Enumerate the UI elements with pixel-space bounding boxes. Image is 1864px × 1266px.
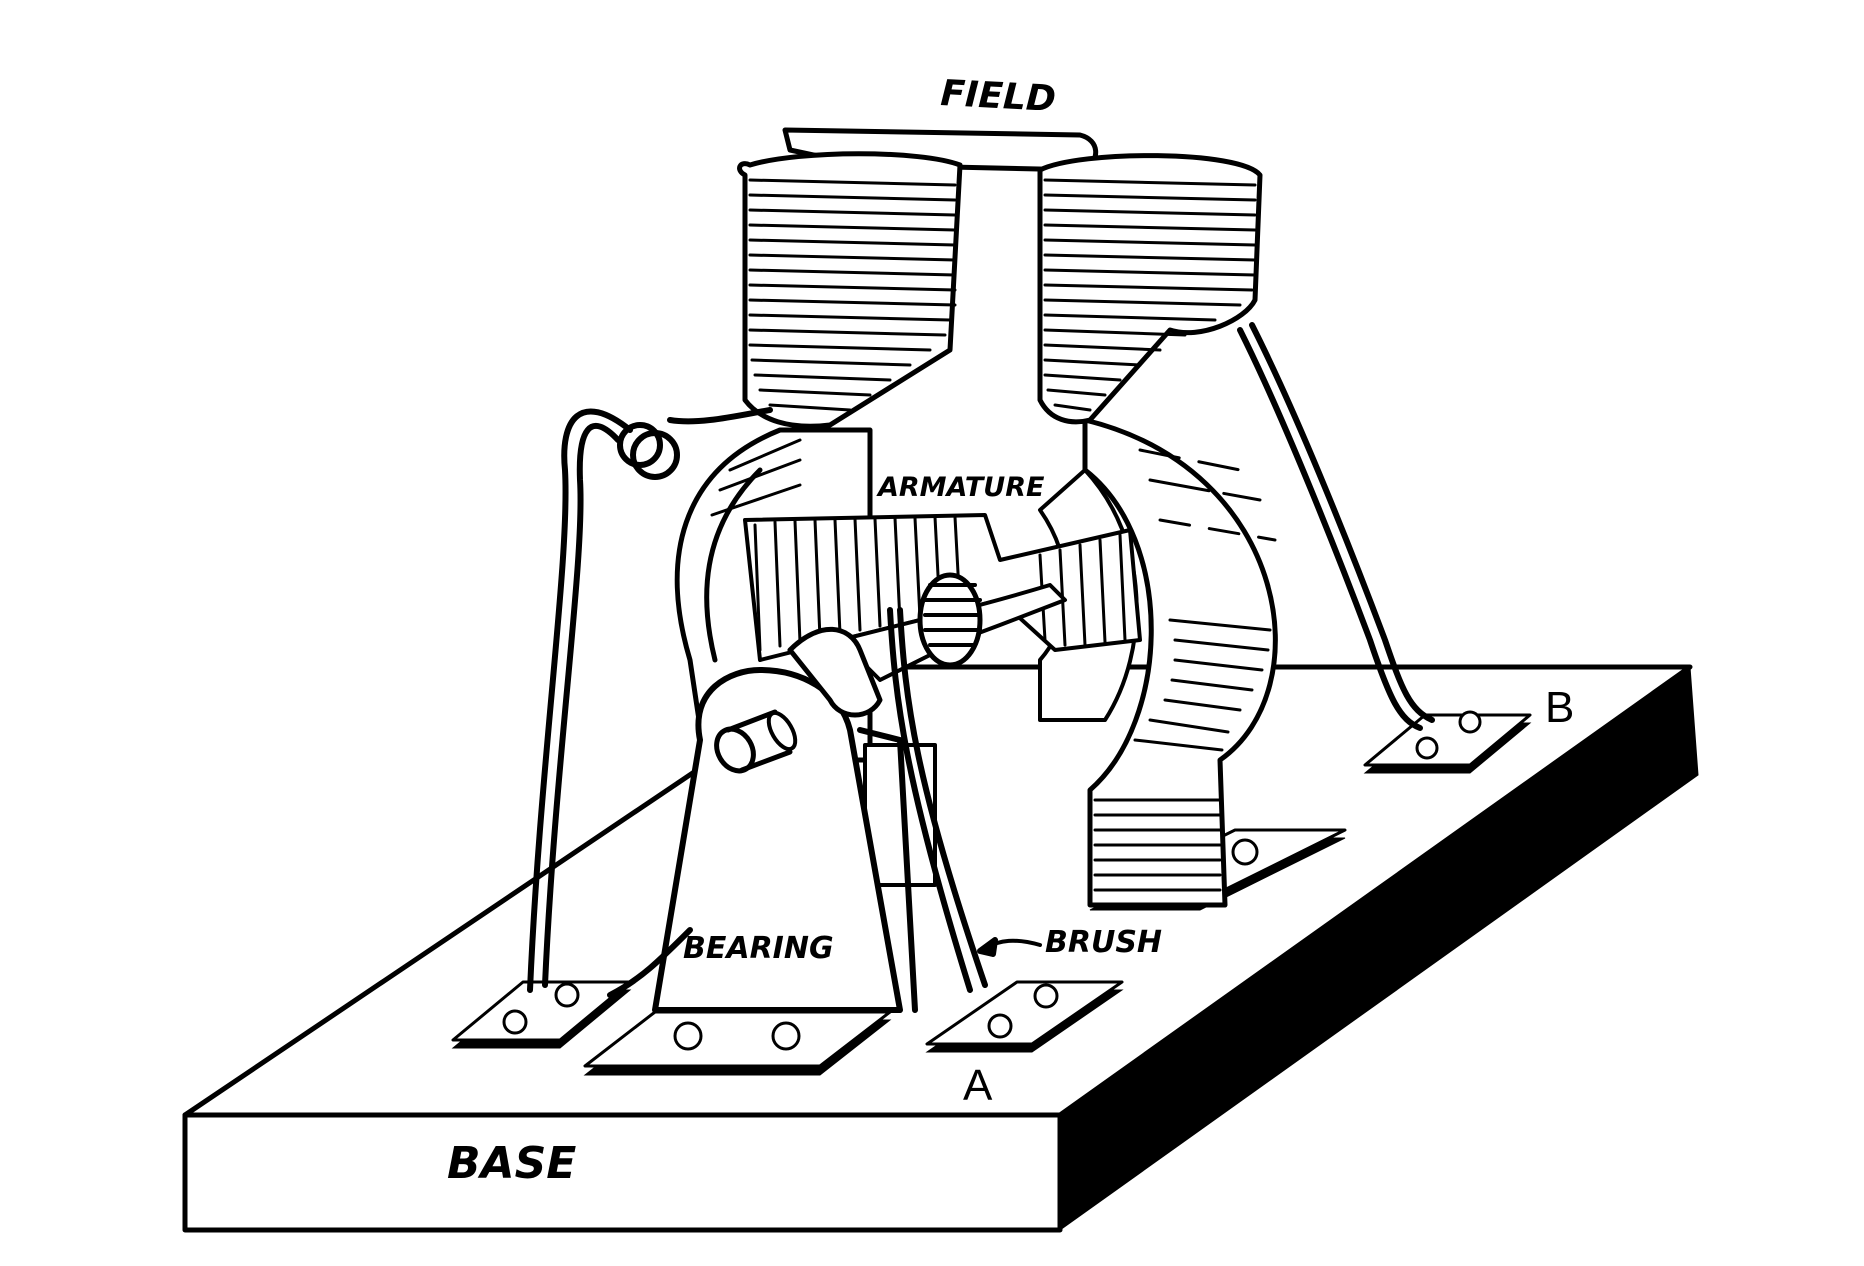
label-field: FIELD xyxy=(940,73,1057,120)
wires xyxy=(527,322,1435,998)
armature-core xyxy=(743,513,1142,682)
terminal-plates xyxy=(451,710,1532,1076)
left-coil-windings xyxy=(748,178,957,412)
label-terminal-a: A xyxy=(963,1061,993,1110)
terminal-plate-left xyxy=(451,980,632,1049)
labels: FIELD ARMATURE BEARING BRUSH BASE A B xyxy=(447,73,1574,1189)
label-base: BASE xyxy=(447,1138,576,1189)
label-bearing: BEARING xyxy=(683,931,834,966)
label-brush: BRUSH xyxy=(1045,925,1162,960)
terminal-plate-b xyxy=(1363,710,1532,774)
terminal-plate-a xyxy=(925,980,1124,1053)
bearing xyxy=(652,626,918,1013)
label-armature: ARMATURE xyxy=(876,472,1045,503)
label-terminal-b: B xyxy=(1545,683,1574,732)
field-coils xyxy=(737,127,1263,429)
right-coil-windings xyxy=(1043,178,1257,412)
